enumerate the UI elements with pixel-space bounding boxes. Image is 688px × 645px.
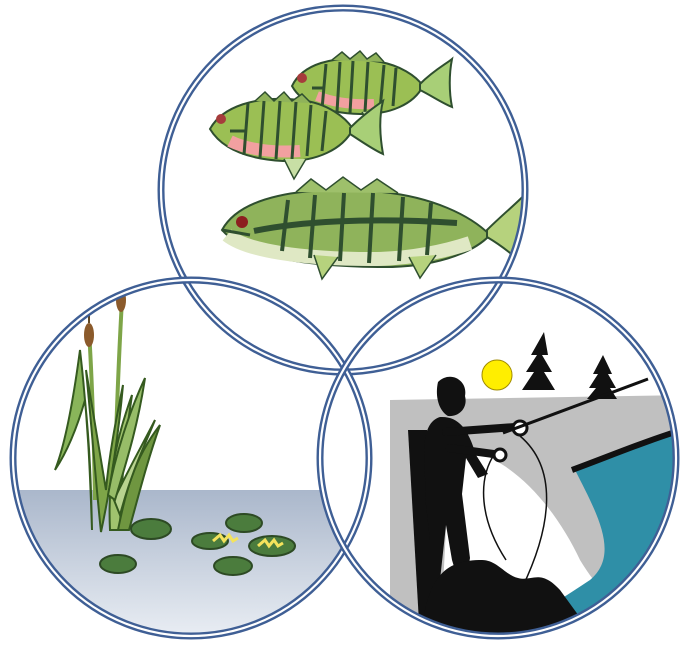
sun-icon [482,360,512,390]
